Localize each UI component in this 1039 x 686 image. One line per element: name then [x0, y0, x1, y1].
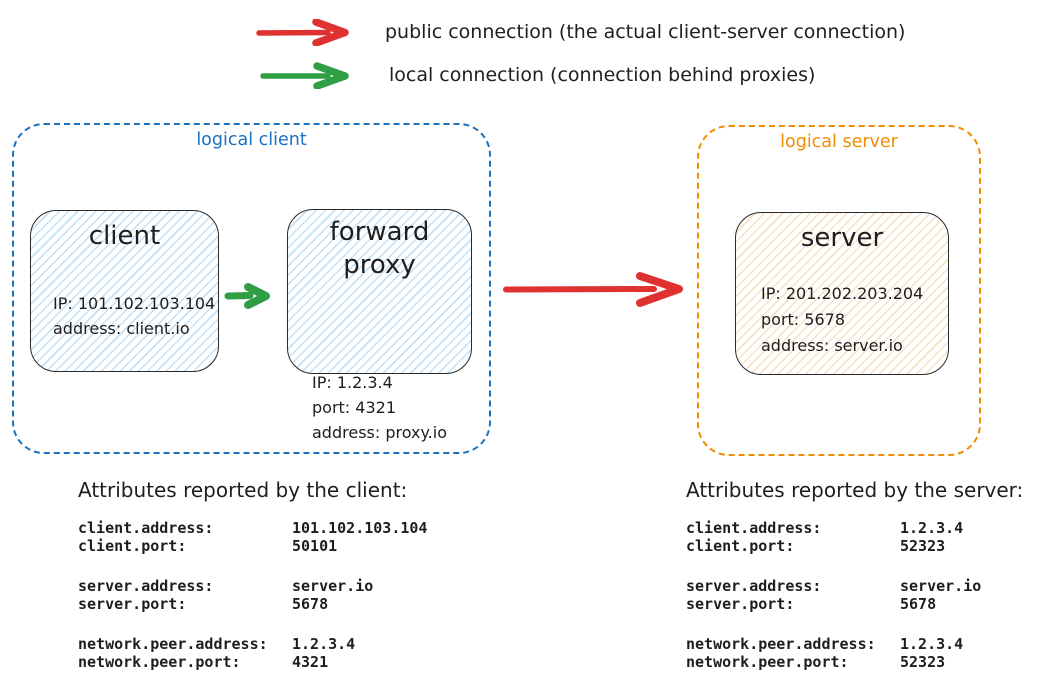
logical-client-label: logical client — [196, 130, 307, 150]
logical-client-container: logical client client IP: 101.102.103.10… — [12, 123, 491, 454]
proxy-port: port: 4321 — [312, 398, 396, 417]
server-node-details: IP: 201.202.203.204 port: 5678 address: … — [761, 281, 923, 359]
client-node-details: IP: 101.102.103.104 address: client.io — [53, 291, 215, 341]
attr-row: client.address:1.2.3.4 — [686, 519, 964, 537]
client-attributes-group-server: server.address:server.io server.port:567… — [78, 577, 427, 613]
server-port: port: 5678 — [761, 310, 845, 329]
public-connection-arrow-icon — [256, 18, 355, 50]
proxy-address: address: proxy.io — [312, 423, 447, 442]
server-attributes-group-server: server.address:server.io server.port:567… — [686, 577, 1023, 613]
server-node: server IP: 201.202.203.204 port: 5678 ad… — [735, 212, 949, 375]
attr-row: server.address:server.io — [686, 577, 982, 595]
local-connection-diagram-arrow-icon — [224, 281, 274, 315]
attr-row: client.port:52323 — [686, 537, 946, 555]
forward-proxy-node-title: forward proxy — [329, 217, 430, 280]
attr-row: network.peer.port:4321 — [78, 653, 329, 671]
forward-proxy-node-details: IP: 1.2.3.4 port: 4321 address: proxy.io — [312, 370, 447, 445]
server-ip: IP: 201.202.203.204 — [761, 284, 924, 303]
client-node: client IP: 101.102.103.104 address: clie… — [30, 210, 219, 372]
local-connection-label: local connection (connection behind prox… — [389, 64, 816, 86]
logical-server-label: logical server — [780, 132, 898, 152]
forward-proxy-node: forward proxy IP: 1.2.3.4 port: 4321 add… — [287, 209, 472, 442]
client-address: address: client.io — [53, 319, 190, 338]
attr-row: server.address:server.io — [78, 577, 374, 595]
client-attributes-block: Attributes reported by the client: clien… — [78, 477, 427, 686]
client-attributes-group-network-peer: network.peer.address:1.2.3.4 network.pee… — [78, 635, 427, 671]
server-attributes-block: Attributes reported by the server: clien… — [686, 477, 1023, 686]
client-attributes-group-client: client.address:101.102.103.104 client.po… — [78, 519, 427, 555]
client-attributes-title: Attributes reported by the client: — [78, 478, 408, 502]
server-attributes-title: Attributes reported by the server: — [686, 478, 1024, 502]
attr-row: network.peer.address:1.2.3.4 — [78, 635, 356, 653]
server-attributes-group-client: client.address:1.2.3.4 client.port:52323 — [686, 519, 1023, 555]
local-connection-arrow-icon — [260, 62, 355, 93]
server-address: address: server.io — [761, 336, 903, 355]
attr-row: client.port:50101 — [78, 537, 338, 555]
server-node-title: server — [800, 223, 884, 253]
logical-server-container: logical server server IP: 201.202.203.20… — [697, 125, 981, 456]
proxy-ip: IP: 1.2.3.4 — [312, 373, 393, 392]
client-node-title: client — [88, 221, 161, 251]
attr-row: server.port:5678 — [686, 595, 937, 613]
attr-row: network.peer.port:52323 — [686, 653, 946, 671]
server-attributes-group-network-peer: network.peer.address:1.2.3.4 network.pee… — [686, 635, 1023, 671]
attr-row: network.peer.address:1.2.3.4 — [686, 635, 964, 653]
attr-row: client.address:101.102.103.104 — [78, 519, 428, 537]
client-ip: IP: 101.102.103.104 — [53, 294, 216, 313]
public-connection-diagram-arrow-icon — [502, 271, 692, 313]
public-connection-label: public connection (the actual client-ser… — [385, 21, 906, 43]
attr-row: server.port:5678 — [78, 595, 329, 613]
